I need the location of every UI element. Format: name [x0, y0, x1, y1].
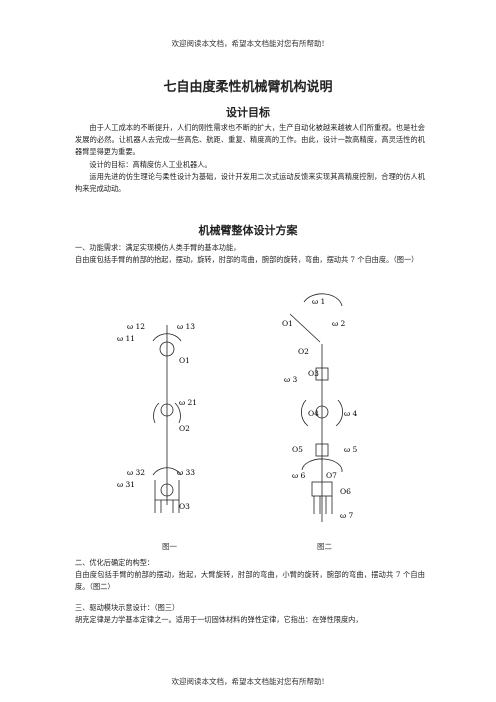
page-header: 欢迎阅读本文档，希望本文档能对您有所帮助! — [171, 39, 325, 48]
rotation-arc — [152, 467, 182, 476]
paragraph: 自由度包括手臂的前部的抬起，摆动，旋转，肘部的弯曲，腕部的旋转，弯曲，摆动共 7… — [75, 255, 419, 265]
label-o3: O3 — [308, 369, 319, 378]
label-w21: ω 21 — [179, 398, 197, 407]
label-o1: O1 — [179, 356, 190, 365]
paragraph: 二、优化后确定的构型： — [75, 558, 155, 567]
figure-1-diagram: ω 12 ω 13 ω 11 O1 ω 21 O2 ω 32 ω 33 ω 31… — [117, 322, 197, 513]
rotation-arc — [301, 458, 343, 473]
joint-o5-box — [315, 443, 329, 457]
label-o5: O5 — [292, 445, 303, 454]
function-requirements: 一、功能需求：满足实现模仿人类手臂的基本功能， 自由度包括手臂的前部的抬起，摆动… — [75, 242, 425, 266]
joint-o2-circle — [160, 403, 174, 417]
page-footer: 欢迎阅读本文档，希望本文档能对您有所帮助! — [171, 677, 325, 686]
rotation-arc — [335, 399, 344, 427]
paragraph: 设计的目标：高精度仿人工业机器人。 — [89, 159, 212, 169]
label-w13: ω 13 — [177, 322, 195, 331]
rotation-arc — [174, 402, 181, 424]
rotation-arc — [303, 293, 343, 307]
label-w32: ω 32 — [127, 468, 145, 477]
label-o2: O2 — [179, 424, 190, 433]
label-w33: ω 33 — [177, 468, 195, 477]
label-w11: ω 11 — [117, 334, 135, 343]
document-title: 七自由度柔性机械臂机构说明 — [163, 80, 333, 95]
section-design-goal-body: 由于人工成本的不断提升，人们的刚性需求也不断的扩大，生产自动化被越来越被人们所重… — [75, 122, 425, 195]
figure-2-diagram: ω 1 O1 ω 2 O2 ω 3 O3 O4 ω 4 O5 ω 5 ω 6 O… — [282, 293, 357, 522]
label-o3: O3 — [179, 502, 190, 511]
paragraph: 运用先进的仿生理论与柔性设计为基础，设计开发用二次式运动反馈来实现其高精度控制，… — [75, 171, 425, 194]
figure-1-caption: 图一 — [162, 542, 177, 551]
section-heading-overall-design: 机械臂整体设计方案 — [198, 224, 298, 237]
paragraph: 由于人工成本的不断提升，人们的刚性需求也不断的扩大，生产自动化被越来越被人们所重… — [75, 123, 425, 157]
label-w12: ω 12 — [127, 322, 145, 331]
label-o2: O2 — [298, 347, 309, 356]
paragraph: 自由度包括手臂的前部的摆动，抬起，大臂旋转，肘部的弯曲，小臂的旋转，腕部的弯曲，… — [75, 570, 425, 592]
label-w1: ω 1 — [312, 297, 325, 306]
label-w4: ω 4 — [344, 409, 357, 418]
rotation-arc — [300, 399, 309, 427]
label-w31: ω 31 — [117, 480, 135, 489]
joint-o4-circle — [315, 405, 329, 419]
label-w3: ω 3 — [284, 375, 297, 384]
label-o6: O6 — [340, 487, 351, 496]
link-line — [289, 313, 321, 343]
label-o1: O1 — [282, 319, 293, 328]
section-heading-design-goal: 设计目标 — [226, 106, 270, 119]
label-o4: O4 — [308, 409, 319, 418]
label-w7: ω 7 — [340, 511, 353, 520]
label-w5: ω 5 — [344, 445, 357, 454]
label-w6: ω 6 — [292, 471, 305, 480]
joint-o3-box — [315, 367, 329, 381]
paragraph: 三、驱动模块示意设计：（图三） — [75, 603, 180, 612]
figure-2-caption: 图二 — [317, 542, 332, 551]
drive-module-design: 三、驱动模块示意设计：（图三） 胡克定律是力学基本定律之一。适用于一切固体材料的… — [75, 602, 425, 626]
joint-o3-circle — [160, 483, 174, 497]
label-o7: O7 — [326, 471, 337, 480]
joint-o1-circle — [159, 341, 175, 357]
wrist-block — [311, 481, 333, 497]
paragraph: 胡克定律是力学基本定律之一。适用于一切固体材料的弹性定律，它指出：在弹性限度内， — [75, 615, 363, 625]
rotation-arc — [153, 402, 160, 424]
rotation-arc — [152, 333, 182, 342]
paragraph: 一、功能需求：满足实现模仿人类手臂的基本功能， — [75, 243, 241, 252]
optimized-configuration: 二、优化后确定的构型： 自由度包括手臂的前部的摆动，抬起，大臂旋转，肘部的弯曲，… — [75, 557, 425, 594]
base-bracket — [154, 480, 180, 501]
label-w2: ω 2 — [332, 319, 345, 328]
